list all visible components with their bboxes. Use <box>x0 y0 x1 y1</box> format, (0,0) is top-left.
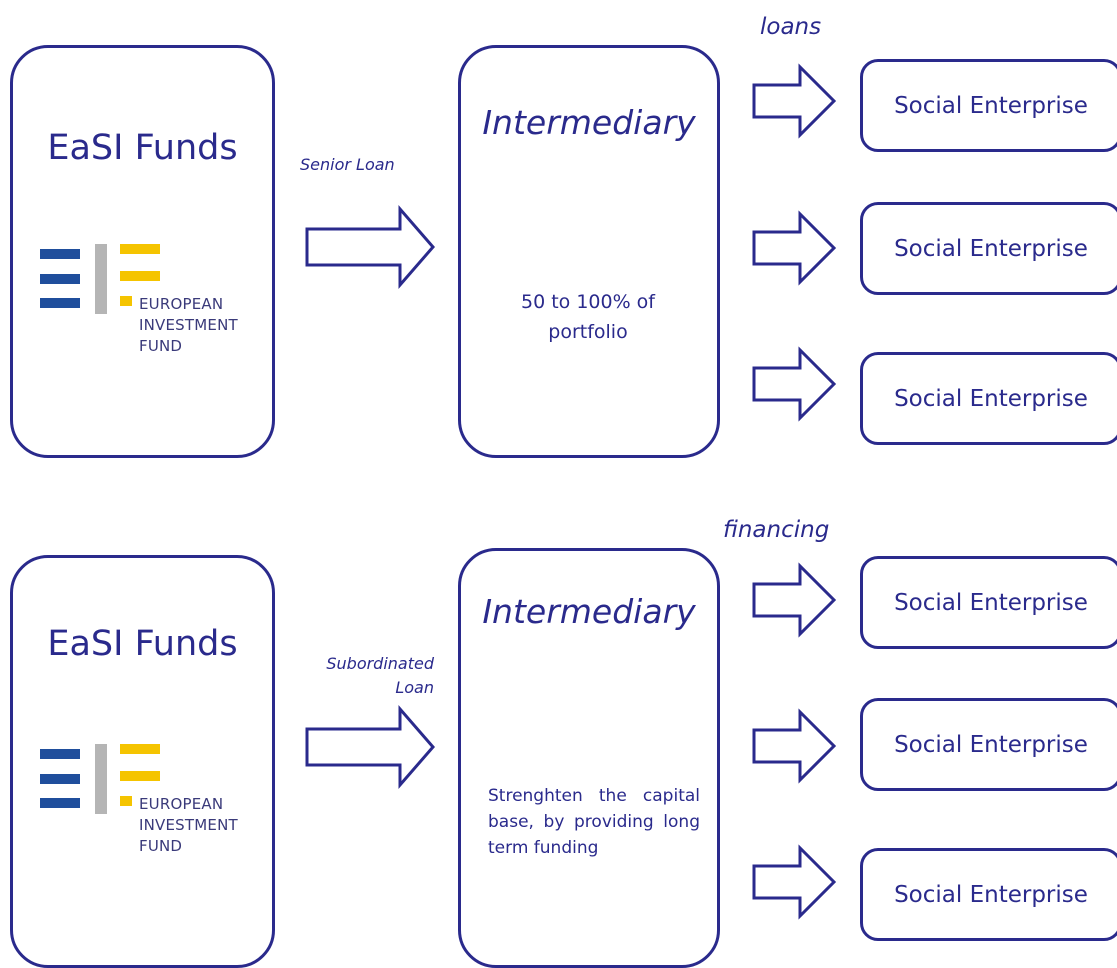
intermediary-title: Intermediary <box>482 103 696 142</box>
outflow-label: financing <box>723 517 830 543</box>
eif-logo-mark <box>40 744 160 814</box>
arrow-right-icon <box>752 708 837 784</box>
social-enterprise-box: Social Enterprise <box>860 556 1117 649</box>
social-enterprise-box: Social Enterprise <box>860 202 1117 295</box>
easi-funds-box <box>10 555 275 968</box>
social-enterprise-box: Social Enterprise <box>860 848 1117 941</box>
arrow-right-icon <box>752 210 837 286</box>
eif-logo-line1: EUROPEAN <box>139 795 224 813</box>
eif-logo-line1: EUROPEAN <box>139 295 224 313</box>
intermediary-note: Strenghten the capital base, by providin… <box>488 786 700 858</box>
social-enterprise-box: Social Enterprise <box>860 59 1117 152</box>
eif-logo-text: EUROPEAN INVESTMENT FUND <box>139 294 238 357</box>
intermediary-title: Intermediary <box>482 592 696 631</box>
arrow-right-icon <box>305 704 435 790</box>
eif-logo: EUROPEAN INVESTMENT FUND <box>40 744 270 874</box>
arrow-right-icon <box>752 346 837 422</box>
arrow-right-icon <box>752 63 837 139</box>
intermediary-box <box>458 548 720 968</box>
arrow-right-icon <box>305 204 435 290</box>
easi-funds-title: EaSI Funds <box>47 624 238 664</box>
social-enterprise-box: Social Enterprise <box>860 698 1117 791</box>
eif-logo-line2: INVESTMENT <box>139 316 238 334</box>
outflow-label: loans <box>760 14 822 40</box>
eif-logo-text: EUROPEAN INVESTMENT FUND <box>139 794 238 857</box>
eif-logo: EUROPEAN INVESTMENT FUND <box>40 244 270 374</box>
intermediary-box <box>458 45 720 458</box>
easi-funds-title: EaSI Funds <box>47 128 238 168</box>
eif-logo-line3: FUND <box>139 837 183 855</box>
arrow-right-icon <box>752 844 837 920</box>
arrow-right-icon <box>752 562 837 638</box>
eif-logo-line3: FUND <box>139 337 183 355</box>
transfer-label: Senior Loan <box>300 155 395 174</box>
eif-logo-line2: INVESTMENT <box>139 816 238 834</box>
social-enterprise-box: Social Enterprise <box>860 352 1117 445</box>
intermediary-note: 50 to 100% of portfolio <box>520 291 655 343</box>
eif-logo-mark <box>40 244 160 314</box>
transfer-label: Subordinated Loan <box>326 654 434 697</box>
